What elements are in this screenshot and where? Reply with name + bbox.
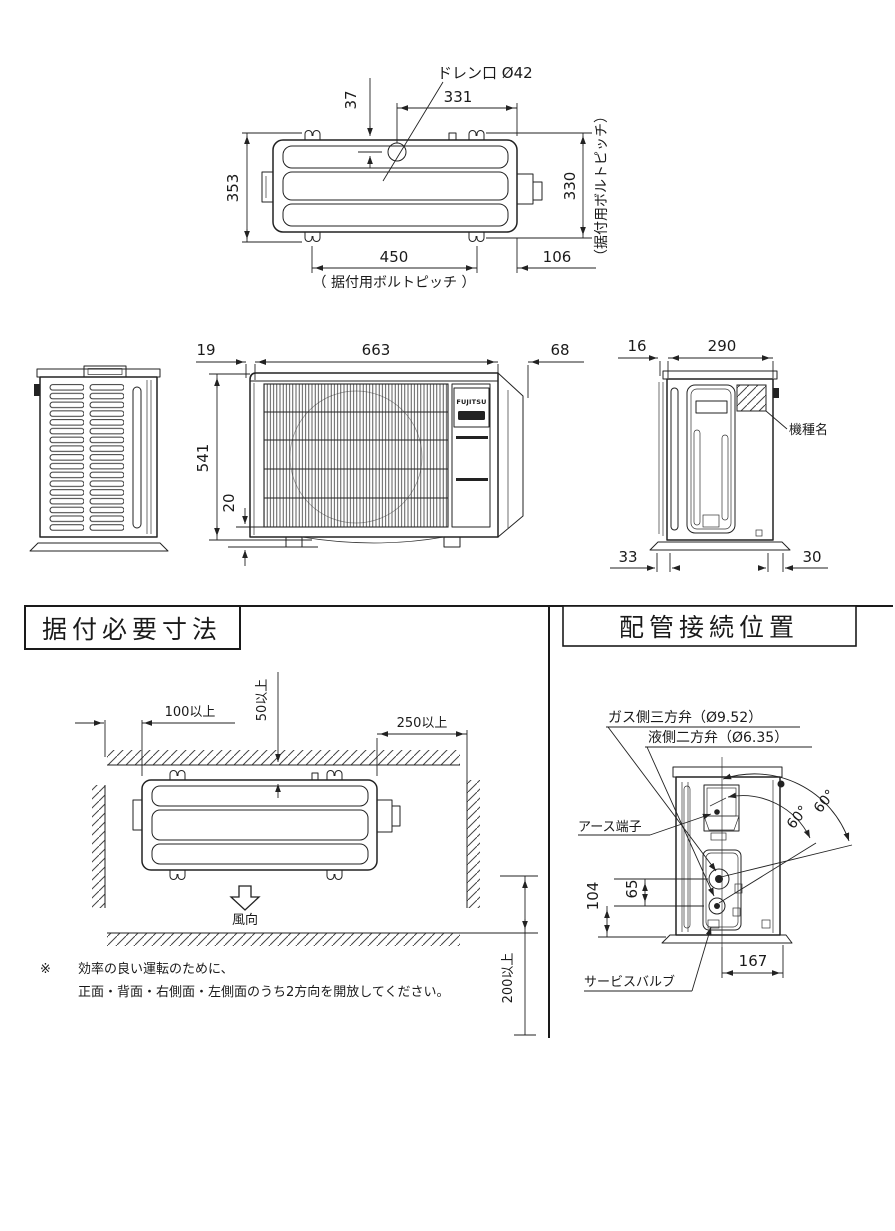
dim-16-label: 16 <box>627 337 646 355</box>
right-section-title: 配管接続位置 <box>619 613 799 642</box>
top-view-right-protrusion <box>516 173 534 205</box>
dim-65-label: 65 <box>623 879 641 898</box>
service-valve <box>707 919 720 929</box>
wind-direction-label: 風向 <box>232 912 258 928</box>
dim-19-label: 19 <box>196 341 215 359</box>
dim-290-label: 290 <box>708 337 737 355</box>
terminal-box <box>703 784 740 832</box>
service-valve-label: サービスバルブ <box>584 974 675 990</box>
left-section-title: 据付必要寸法 <box>42 615 222 644</box>
dim-20-label: 20 <box>220 493 238 512</box>
right-side-view: 16 290 機種名 33 <box>610 337 828 572</box>
dim-30-label: 30 <box>802 548 821 566</box>
side-slot <box>132 386 142 529</box>
top-view-left-bracket <box>261 171 274 203</box>
liquid-valve <box>708 897 726 915</box>
side-slot <box>670 387 679 531</box>
front-view: 19 663 68 FUJITSU <box>194 341 584 566</box>
drain-leader <box>382 81 444 182</box>
ground <box>107 933 460 946</box>
model-name-label: 機種名 <box>789 422 828 438</box>
wall-right <box>467 780 480 908</box>
base-skid <box>661 934 793 944</box>
model-name-plate <box>736 384 767 412</box>
dim-68-label: 68 <box>550 341 569 359</box>
dim-353-label: 353 <box>224 174 242 203</box>
hinge-tab <box>34 384 40 396</box>
dim-330-label: 330 <box>561 172 579 201</box>
clearance-right-label: 250以上 <box>397 716 448 731</box>
note-line1: 効率の良い運転のために、 <box>78 961 234 977</box>
terminal-bolt <box>777 780 785 788</box>
swing-arc-inner <box>727 792 811 839</box>
gas-valve <box>708 868 730 890</box>
foot <box>285 536 303 548</box>
note-mark: ※ <box>40 962 51 977</box>
section-headers: 据付必要寸法 配管接続位置 <box>24 605 893 1038</box>
piping-diagram: 60° 60° ガス側三方弁（Ø9.52） 液側二方弁（Ø6.35） アース端子… <box>578 710 853 992</box>
top-view: ドレン口 Ø42 37 331 353 330 （据付用ボルトピッチ） <box>224 64 610 291</box>
bolt-cleat <box>304 130 321 140</box>
base-skid <box>29 542 169 552</box>
drain-label: ドレン口 Ø42 <box>437 64 533 82</box>
dim-541-label: 541 <box>194 444 212 473</box>
gas-valve-label: ガス側三方弁（Ø9.52） <box>608 710 762 726</box>
clearance-diagram: 100以上 50以上 250以上 200以上 風向 ※ 効率の良い運転のために、… <box>40 672 538 1036</box>
dim-37-label: 37 <box>342 90 360 109</box>
knockout <box>448 132 457 141</box>
dim-450-label: 450 <box>380 248 409 266</box>
foot <box>443 536 461 548</box>
model-leader <box>765 410 788 430</box>
wind-direction-icon <box>229 885 261 911</box>
swing-arc-outer <box>722 773 850 842</box>
angle-inner-label: 60° <box>784 803 812 832</box>
liquid-valve-label: 液側二方弁（Ø6.35） <box>648 730 788 746</box>
fan-grille <box>263 383 449 528</box>
dim-106-label: 106 <box>543 248 572 266</box>
note-line2: 正面・背面・右側面・左側面のうち2方向を開放してください。 <box>78 984 450 1000</box>
dim-33-label: 33 <box>618 548 637 566</box>
side-panel <box>451 383 491 528</box>
brand-logo: FUJITSU <box>456 398 486 406</box>
louver-column <box>47 383 84 532</box>
clearance-left-label: 100以上 <box>165 705 216 720</box>
clearance-bottom-label: 200以上 <box>501 953 516 1004</box>
right-section-title-box <box>562 605 857 647</box>
bolt-cleat <box>304 232 321 242</box>
angle-outer-label: 60° <box>811 787 839 816</box>
left-side-view <box>29 365 169 552</box>
pipe-cover <box>686 384 736 534</box>
earth-terminal <box>714 809 720 815</box>
bolt-pitch-note-bottom: （ 据付用ボルトピッチ ） <box>313 275 476 291</box>
base-skid <box>649 541 791 551</box>
carry-handle <box>83 365 127 378</box>
earth-terminal-label: アース端子 <box>578 820 642 835</box>
bolt-cleat <box>468 130 485 140</box>
dim-167-label: 167 <box>739 952 768 970</box>
clearance-top-label: 50以上 <box>255 679 270 722</box>
wall-top <box>107 750 460 765</box>
bolt-pitch-note-right: （据付用ボルトピッチ） <box>594 109 610 263</box>
dim-331-label: 331 <box>444 88 473 106</box>
logo-panel <box>453 387 490 428</box>
fan-circle <box>289 390 423 524</box>
left-section-title-box <box>24 605 241 650</box>
wall-left <box>92 785 105 908</box>
dim-663-label: 663 <box>362 341 391 359</box>
bolt-cleat <box>468 232 485 242</box>
dim-104-label: 104 <box>584 882 602 911</box>
louver-column <box>87 383 124 532</box>
brand-badge <box>458 411 485 420</box>
